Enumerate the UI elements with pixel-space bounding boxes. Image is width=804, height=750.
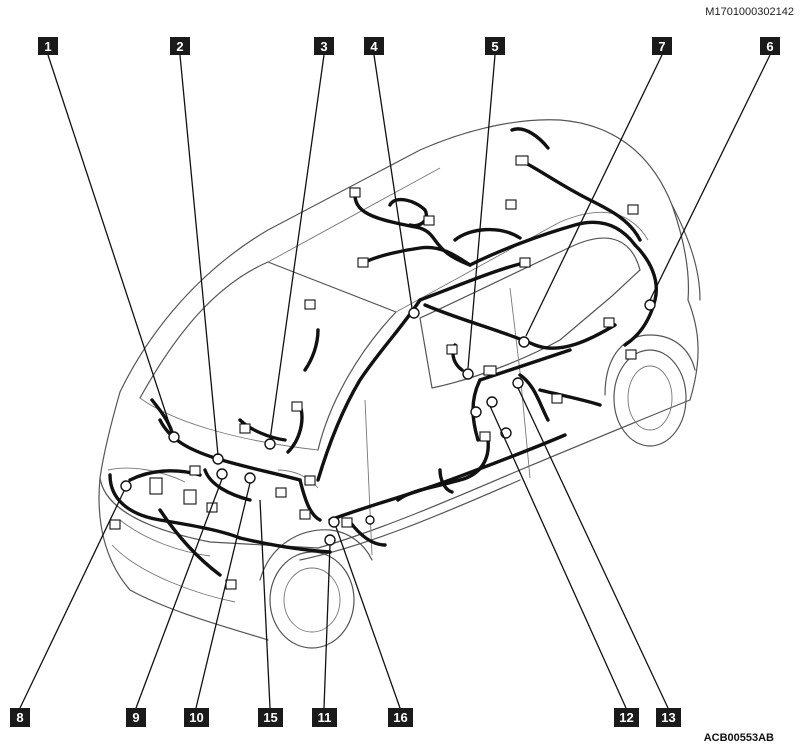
- svg-text:12: 12: [619, 710, 633, 725]
- callout-4: 4: [364, 37, 384, 55]
- svg-text:7: 7: [658, 39, 665, 54]
- callout-6: 6: [760, 37, 780, 55]
- callout-9: 9: [126, 708, 146, 727]
- callout-1: 1: [38, 37, 58, 55]
- callout-10: 10: [184, 708, 209, 727]
- svg-text:3: 3: [320, 39, 327, 54]
- svg-text:6: 6: [766, 39, 773, 54]
- svg-text:15: 15: [263, 710, 277, 725]
- figure-id: ACB00553AB: [703, 732, 774, 744]
- callout-2: 2: [170, 37, 190, 55]
- callout-16: 16: [388, 708, 413, 727]
- svg-text:13: 13: [661, 710, 675, 725]
- callout-13: 13: [656, 708, 681, 727]
- svg-text:9: 9: [132, 710, 139, 725]
- svg-text:5: 5: [491, 39, 498, 54]
- callout-7: 7: [652, 37, 672, 55]
- svg-text:11: 11: [318, 710, 332, 725]
- svg-text:4: 4: [370, 39, 378, 54]
- connectors: [109, 155, 639, 590]
- document-id: M1701000302142: [705, 6, 794, 18]
- svg-text:10: 10: [189, 710, 203, 725]
- svg-text:1: 1: [44, 39, 51, 54]
- callout-8: 8: [10, 708, 30, 727]
- callout-12: 12: [614, 708, 639, 727]
- callout-11: 11: [312, 708, 337, 727]
- callout-3: 3: [314, 37, 334, 55]
- callout-15: 15: [258, 708, 283, 727]
- svg-text:2: 2: [176, 39, 183, 54]
- svg-text:16: 16: [393, 710, 407, 725]
- vehicle-body: [98, 119, 701, 649]
- callout-5: 5: [485, 37, 505, 55]
- wiring-harness: [108, 127, 658, 577]
- svg-text:8: 8: [16, 710, 23, 725]
- leader-lines: [19, 54, 771, 709]
- callout-labels: 1 2 3 4 5 7 6 8: [10, 37, 780, 727]
